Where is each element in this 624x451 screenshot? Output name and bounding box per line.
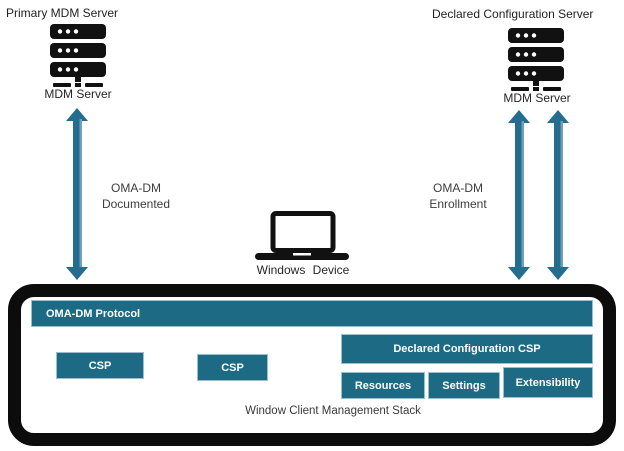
server-stack-icon	[508, 28, 564, 91]
enrollment-arrow-label: OMA-DM Enrollment	[408, 180, 508, 212]
extensibility-box: Extensibility	[503, 367, 593, 398]
settings-box: Settings	[428, 372, 500, 399]
declared-configuration-csp-label: Declared Configuration CSP	[393, 343, 541, 355]
laptop-icon	[255, 211, 349, 260]
primary-server-caption: MDM Server	[44, 87, 112, 101]
csp-box-middle-label: CSP	[221, 361, 244, 374]
enrollment-arrow-icon	[547, 110, 569, 280]
documented-arrow-icon	[66, 108, 88, 280]
documented-label-line1: OMA-DM	[111, 181, 161, 195]
documented-label-line2: Documented	[101, 197, 171, 211]
enrollment-arrow-icon	[508, 110, 530, 280]
primary-server-title: Primary MDM Server	[6, 6, 119, 20]
documented-arrow-label: OMA-DM Documented	[86, 180, 186, 212]
windows-device-caption: Windows Device	[256, 263, 350, 277]
resources-label: Resources	[354, 379, 412, 392]
extensibility-label: Extensibility	[515, 376, 581, 389]
server-stack-icon	[50, 24, 106, 87]
resources-box: Resources	[341, 372, 425, 399]
csp-box-left: CSP	[56, 352, 144, 379]
enrollment-label-line1: OMA-DM	[433, 181, 483, 195]
declared-configuration-csp-box: Declared Configuration CSP	[341, 334, 593, 364]
oma-dm-protocol-label: OMA-DM Protocol	[46, 307, 141, 320]
enrollment-label-line2: Enrollment	[429, 197, 487, 211]
stack-caption: Window Client Management Stack	[245, 405, 421, 417]
csp-box-middle: CSP	[197, 354, 268, 381]
csp-box-left-label: CSP	[88, 359, 112, 372]
declared-server-title: Declared Configuration Server	[432, 7, 594, 21]
declared-server-caption: MDM Server	[503, 91, 571, 105]
oma-dm-protocol-bar: OMA-DM Protocol	[31, 300, 593, 327]
settings-label: Settings	[442, 379, 486, 392]
